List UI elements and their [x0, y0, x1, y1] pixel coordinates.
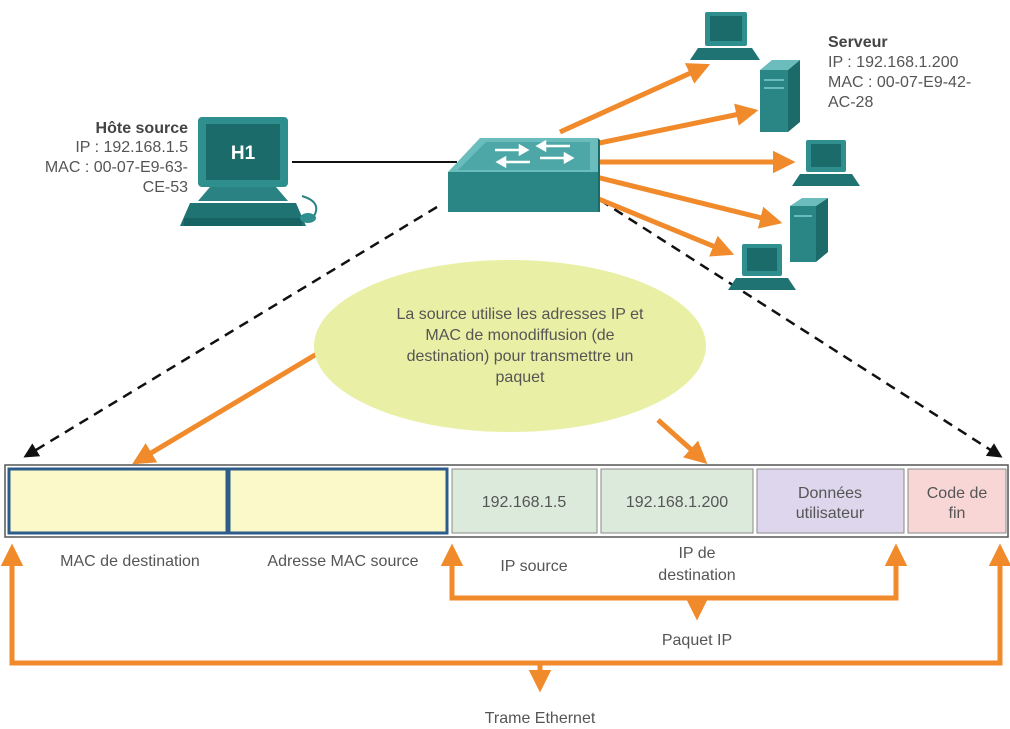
frame-cell-mac-dst	[7, 467, 229, 535]
arrow-to-server-bottom	[587, 172, 783, 229]
server-mac-line1: MAC : 00-07-E9-42-	[828, 74, 971, 91]
label-ip-src: IP source	[500, 558, 567, 575]
frame-cell-user-data	[756, 468, 905, 534]
label-ethernet-frame: Trame Ethernet	[485, 710, 596, 727]
cell-ip-dst-text: 192.168.1.200	[626, 494, 728, 511]
explanation-bubble	[314, 260, 706, 432]
label-mac-src: Adresse MAC source	[267, 553, 418, 570]
pc-mid-computer	[792, 140, 860, 186]
bubble-line-1: La source utilise les adresses IP et	[397, 306, 645, 323]
cell-trailer-line2: fin	[949, 505, 966, 522]
bubble-line-3: destination) pour transmettre un	[407, 348, 634, 365]
label-ip-packet: Paquet IP	[662, 632, 732, 649]
cell-trailer-line1: Code de	[927, 485, 988, 502]
source-host-mac-line2: CE-53	[143, 179, 188, 196]
cell-ip-src-text: 192.168.1.5	[482, 494, 567, 511]
bubble-arrow-to-mac-dst	[132, 349, 322, 465]
cell-data-line1: Données	[798, 485, 862, 502]
switch-device	[448, 138, 600, 212]
label-ip-dst-line1: IP de	[678, 545, 715, 562]
server-mac-line2: AC-28	[828, 94, 873, 111]
pc-top-computer	[690, 12, 760, 60]
server-label: Serveur IP : 192.168.1.200 MAC : 00-07-E…	[828, 34, 971, 111]
server-top-tower	[760, 60, 800, 132]
ip-packet-bracket	[440, 543, 908, 621]
cell-data-line2: utilisateur	[796, 505, 865, 522]
dashed-arrow-right	[599, 198, 1003, 458]
frame-cell-trailer	[907, 468, 1007, 534]
label-ip-dst-line2: destination	[658, 567, 735, 584]
ethernet-frame: 192.168.1.5 192.168.1.200 Données utilis…	[4, 464, 1009, 538]
source-host-ip: IP : 192.168.1.5	[75, 139, 188, 156]
source-host-label: Hôte source IP : 192.168.1.5 MAC : 00-07…	[45, 120, 188, 196]
label-mac-dst: MAC de destination	[60, 553, 200, 570]
source-host-mac-line1: MAC : 00-07-E9-63-	[45, 159, 188, 176]
source-host-title: Hôte source	[96, 120, 189, 137]
pc-bottom-computer	[728, 244, 796, 290]
server-bottom-tower	[790, 198, 828, 262]
arrow-to-pc-top	[558, 63, 711, 135]
bubble-line-4: paquet	[496, 369, 545, 386]
frame-cell-mac-src	[227, 467, 449, 535]
frame-cell-ip-src	[451, 468, 598, 534]
bubble-line-2: MAC de monodiffusion (de	[425, 327, 614, 344]
ethernet-frame-bracket	[0, 543, 1010, 693]
server-title: Serveur	[828, 34, 888, 51]
frame-cell-ip-dst	[600, 468, 754, 534]
h1-badge: H1	[231, 143, 256, 164]
bubble-arrow-to-ip-dst	[656, 418, 708, 464]
dashed-arrow-left	[23, 205, 438, 458]
arrow-to-server-top	[579, 103, 759, 150]
server-ip: IP : 192.168.1.200	[828, 54, 959, 71]
source-host-computer: H1	[180, 117, 318, 226]
